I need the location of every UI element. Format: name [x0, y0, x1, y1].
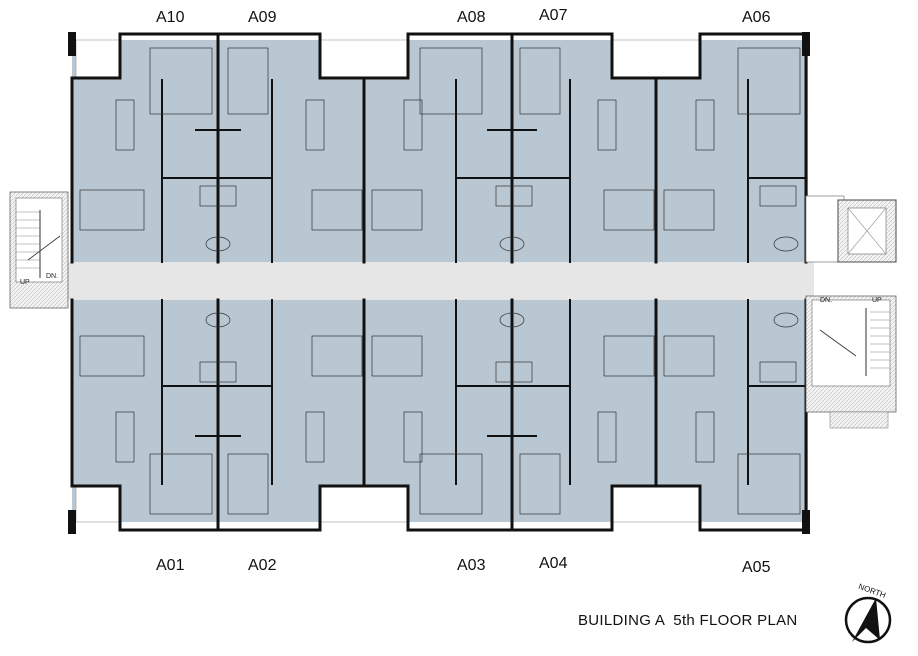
- furniture: [79, 47, 801, 515]
- unit-label: A10: [156, 9, 185, 26]
- balcony: [75, 39, 121, 79]
- walls: [68, 32, 810, 534]
- unit-label: A02: [248, 557, 277, 574]
- unit-label: A05: [742, 559, 771, 576]
- east-stair: DN. UP: [805, 195, 897, 429]
- unit-label: A04: [539, 555, 568, 572]
- building-shell: [66, 39, 814, 523]
- unit-label: A01: [156, 557, 185, 574]
- balcony: [75, 485, 121, 523]
- balcony: [611, 485, 701, 523]
- west-stair-up-label: UP: [20, 279, 30, 286]
- unit-label: A06: [742, 9, 771, 26]
- corridor: [66, 262, 814, 300]
- unit-labels-north: A10 A09 A08 A07 A06: [156, 7, 771, 26]
- unit-label: A09: [248, 9, 277, 26]
- east-stair-down-label: DN.: [820, 297, 832, 304]
- balcony: [319, 39, 409, 79]
- west-stair: DN. UP: [9, 191, 69, 309]
- north-arrow-icon: NORTH: [844, 582, 892, 644]
- unit-labels-south: A01 A02 A03 A04 A05: [156, 555, 771, 576]
- plan-title: BUILDING A 5th FLOOR PLAN: [578, 612, 798, 629]
- unit-label: A03: [457, 557, 486, 574]
- balcony: [319, 485, 409, 523]
- unit-label: A07: [539, 7, 568, 24]
- balcony: [611, 39, 701, 79]
- west-stair-down-label: DN.: [46, 273, 58, 280]
- unit-label: A08: [457, 9, 486, 26]
- east-stair-up-label: UP: [872, 297, 882, 304]
